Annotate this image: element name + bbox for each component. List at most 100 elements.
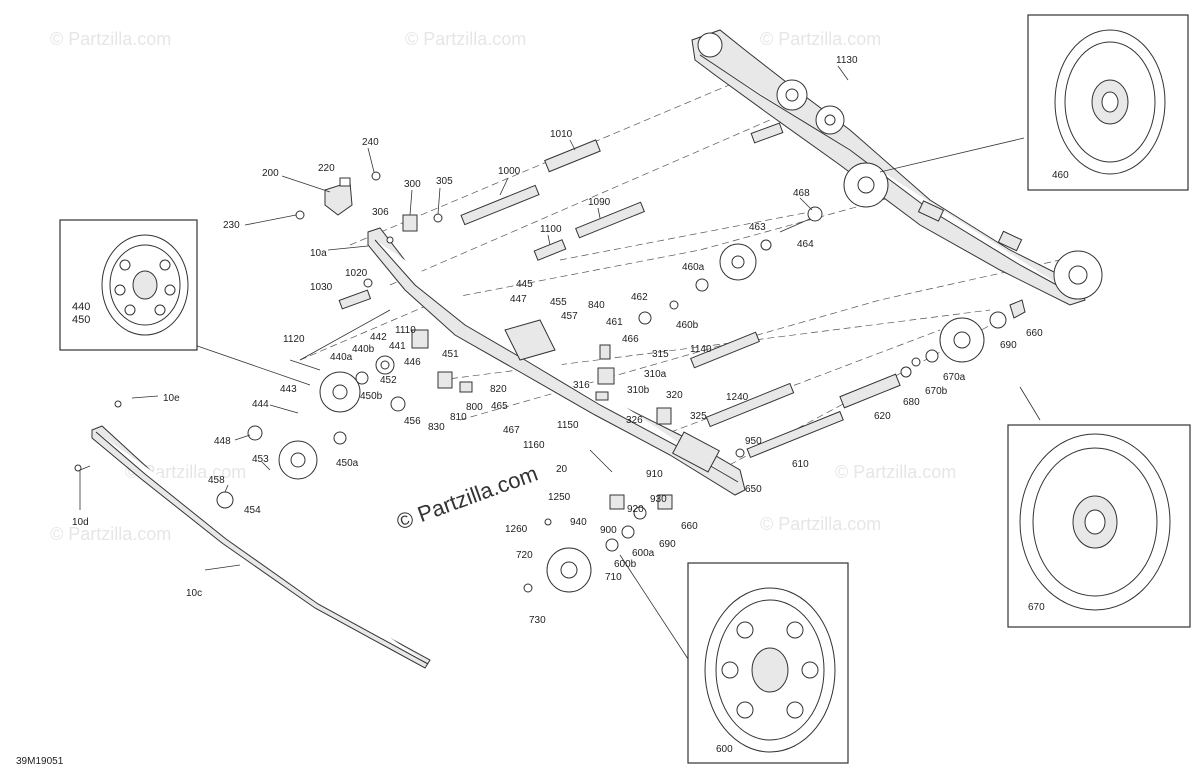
inset-label: 460 [1052, 170, 1069, 181]
callout-label: 458 [208, 475, 225, 486]
inset-460: 460 [1027, 14, 1189, 191]
callout-label: 820 [490, 384, 507, 395]
leader-lines [79, 65, 1041, 663]
callout-label: 445 [516, 279, 533, 290]
callout-label: 447 [510, 294, 527, 305]
callout-label: 441 [389, 341, 406, 352]
callout-label: 315 [652, 349, 669, 360]
callout-label: 451 [442, 349, 459, 360]
callout-label: 1000 [498, 166, 521, 177]
callout-label: 300 [404, 179, 421, 190]
callout-label: 454 [244, 505, 261, 516]
shaft-1010 [544, 139, 601, 173]
callout-label: 310b [627, 385, 650, 396]
callout-label: 10e [163, 393, 180, 404]
part-310a [597, 367, 615, 385]
callout-label: 1150 [557, 420, 579, 431]
callout-label: 930 [650, 494, 667, 505]
callout-label: 443 [280, 384, 297, 395]
inset-label: 670 [1028, 602, 1045, 613]
callout-label: 620 [874, 411, 891, 422]
callout-label: 320 [666, 390, 683, 401]
callout-label: 452 [380, 375, 397, 386]
callout-label: 730 [529, 615, 546, 626]
callout-label: 240 [362, 137, 379, 148]
callout-label: 1130 [836, 55, 858, 66]
slide-10c [91, 425, 431, 669]
callout-label: 1140 [690, 344, 712, 355]
callout-label: 600a [632, 548, 655, 559]
callout-label: 1110 [395, 325, 416, 336]
callout-label: 448 [214, 436, 231, 447]
inset-440-450: 440 450 [59, 219, 198, 351]
callout-label: 810 [450, 412, 467, 423]
callout-label: 326 [626, 415, 643, 426]
callout-label: 950 [745, 436, 762, 447]
callout-label: 200 [262, 168, 279, 179]
shaft-1100 [533, 239, 567, 261]
part-461 [599, 344, 611, 360]
callout-label: 690 [659, 539, 676, 550]
callout-label: 465 [491, 401, 508, 412]
callout-label: 306 [372, 207, 389, 218]
small-parts [74, 171, 1026, 593]
part-300 [402, 214, 418, 232]
shaft-1140 [690, 331, 760, 369]
callout-label: 446 [404, 357, 421, 368]
callout-label: 461 [606, 317, 623, 328]
callout-label: 310a [644, 369, 667, 380]
callout-label: 462 [631, 292, 648, 303]
inset-label: 600 [716, 744, 733, 755]
callout-label: 680 [903, 397, 920, 408]
callout-label: 325 [690, 411, 707, 422]
callout-label: 660 [1026, 328, 1043, 339]
callout-label: 305 [436, 176, 453, 187]
callout-label: 460b [676, 320, 699, 331]
callout-label: 1030 [310, 282, 333, 293]
part-1110 [411, 329, 429, 349]
watermark: © Partzilla.com [760, 29, 881, 49]
part-320 [656, 407, 672, 425]
callout-label: 220 [318, 163, 335, 174]
watermark: © Partzilla.com [760, 514, 881, 534]
inset-label: 450 [72, 314, 90, 326]
callout-label: 1090 [588, 197, 611, 208]
callout-label: 1010 [550, 129, 573, 140]
callout-label: 457 [561, 311, 578, 322]
callout-label: 450a [336, 458, 359, 469]
inset-600: 600 [687, 562, 849, 764]
callout-label: 710 [605, 572, 622, 583]
callout-label: 453 [252, 454, 269, 465]
cross-shaft [750, 122, 784, 144]
watermark: © Partzilla.com [405, 29, 526, 49]
callout-label: 10a [310, 248, 327, 259]
bolt-464 [779, 217, 813, 233]
watermark: © Partzilla.com [50, 524, 171, 544]
watermark-layer: © Partzilla.com © Partzilla.com © Partzi… [50, 29, 956, 544]
callout-labels: 1130 1010 1000 240 220 200 300 305 306 2… [72, 55, 1043, 626]
rail-end-eye [697, 32, 723, 58]
callout-label: 10c [186, 588, 202, 599]
shaft-1000 [460, 184, 540, 226]
callout-label: 720 [516, 550, 533, 561]
callout-label: 1100 [540, 224, 562, 235]
callout-label: 230 [223, 220, 240, 231]
inset-label: 440 [72, 301, 90, 313]
callout-label: 466 [622, 334, 639, 345]
callout-label: 910 [646, 469, 663, 480]
shaft-620 [839, 373, 901, 409]
callout-label: 670a [943, 372, 966, 383]
callout-label: 660 [681, 521, 698, 532]
callout-label: 940 [570, 517, 587, 528]
callout-label: 1020 [345, 268, 368, 279]
callout-label: 920 [627, 504, 644, 515]
callout-label: 456 [404, 416, 421, 427]
callout-label: 455 [550, 297, 567, 308]
callout-label: 464 [797, 239, 814, 250]
callout-label: 650 [745, 484, 762, 495]
callout-label: 442 [370, 332, 387, 343]
callout-label: 463 [749, 222, 766, 233]
callout-label: 830 [428, 422, 445, 433]
callout-label: 10d [72, 517, 89, 528]
